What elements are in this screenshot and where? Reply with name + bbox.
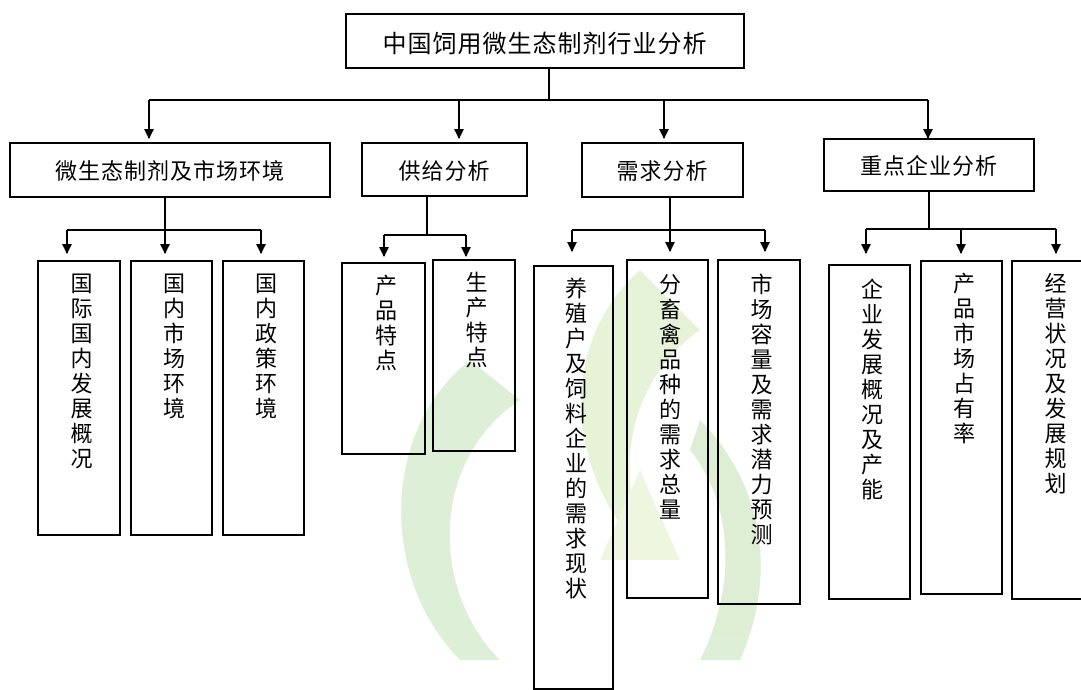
leaf-enterprise-overview: 企业发展概况及产能 — [828, 264, 911, 600]
leaf-label: 国内政策环境 — [251, 272, 276, 422]
leaf-label: 产品市场占有率 — [949, 272, 974, 447]
leaf-domestic-market: 国内市场环境 — [130, 260, 213, 536]
leaf-international-domestic: 国际国内发展概况 — [37, 260, 121, 536]
category-label: 需求分析 — [616, 160, 709, 185]
leaf-label: 国内市场环境 — [159, 272, 184, 422]
category-market-environment: 微生态制剂及市场环境 — [9, 142, 331, 198]
category-label: 微生态制剂及市场环境 — [54, 160, 285, 185]
leaf-label: 分畜禽品种的需求总量 — [655, 273, 680, 523]
leaf-market-capacity: 市场容量及需求潜力预测 — [717, 259, 801, 605]
leaf-demand-by-species: 分畜禽品种的需求总量 — [626, 259, 709, 599]
leaf-production-features: 生产特点 — [432, 259, 516, 452]
leaf-label: 产品特点 — [371, 274, 396, 374]
leaf-label: 企业发展概况及产能 — [857, 278, 882, 503]
category-label: 供给分析 — [398, 159, 491, 185]
leaf-label: 市场容量及需求潜力预测 — [746, 273, 772, 548]
category-key-enterprises: 重点企业分析 — [823, 138, 1035, 192]
leaf-farmer-demand: 养殖户及饲料企业的需求现状 — [533, 265, 614, 690]
category-demand-analysis: 需求分析 — [581, 142, 744, 198]
leaf-product-features: 产品特点 — [341, 262, 426, 455]
root-node: 中国饲用微生态制剂行业分析 — [345, 13, 745, 69]
leaf-label: 生产特点 — [461, 271, 487, 371]
leaf-label: 养殖户及饲料企业的需求现状 — [561, 277, 586, 602]
leaf-label: 经营状况及发展规划 — [1040, 272, 1066, 497]
category-supply-analysis: 供给分析 — [361, 142, 528, 197]
leaf-operations-planning: 经营状况及发展规划 — [1011, 260, 1081, 600]
leaf-domestic-policy: 国内政策环境 — [222, 260, 305, 536]
root-label: 中国饲用微生态制剂行业分析 — [382, 29, 708, 58]
leaf-market-share: 产品市场占有率 — [920, 260, 1003, 595]
leaf-label: 国际国内发展概况 — [66, 272, 92, 472]
category-label: 重点企业分析 — [859, 155, 998, 180]
